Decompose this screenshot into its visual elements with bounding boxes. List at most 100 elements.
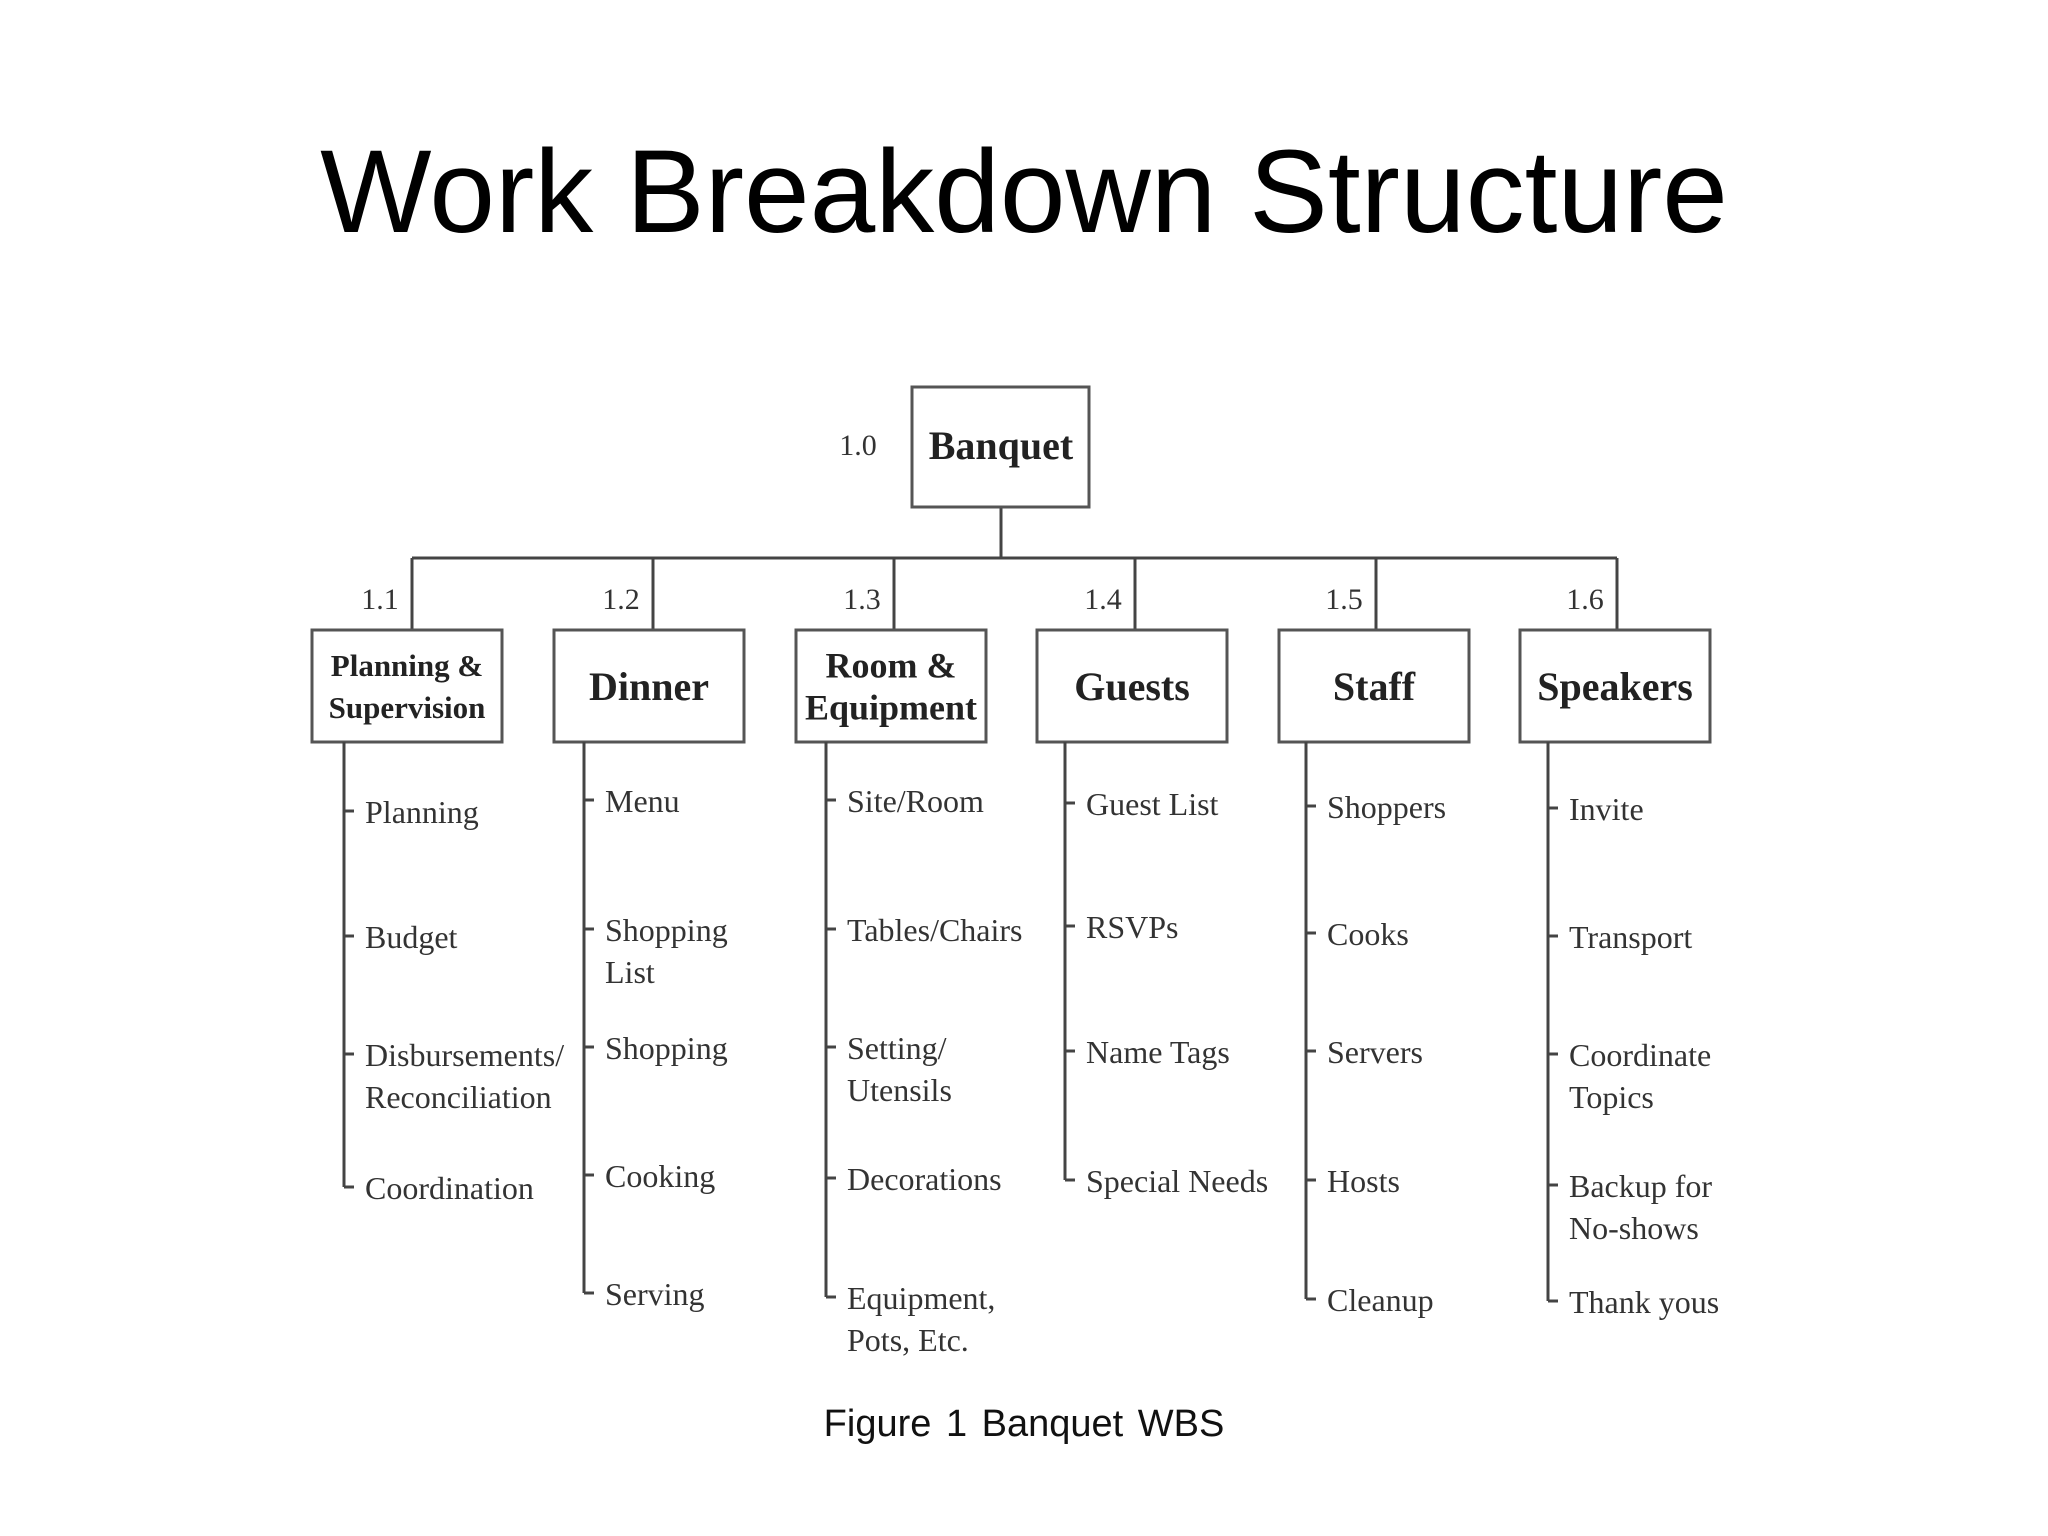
wbs-item-line: Budget (365, 919, 458, 955)
wbs-item-line: Reconciliation (365, 1079, 552, 1115)
wbs-item-budget: Budget (365, 919, 458, 955)
wbs-item-line: Cooks (1327, 916, 1409, 952)
wbs-item-decorations: Decorations (847, 1161, 1002, 1197)
branch-1-3-number: 1.3 (843, 583, 881, 616)
wbs-item-guest-list: Guest List (1086, 786, 1219, 822)
wbs-item-line: Equipment, (847, 1280, 995, 1316)
wbs-item-shoppers: Shoppers (1327, 789, 1446, 825)
branch-1-3-label-line: Room & (826, 646, 957, 686)
slide-title: Work Breakdown Structure (320, 126, 1728, 258)
branch-1-4-label-line: Guests (1074, 664, 1190, 709)
branch-1-3-box (794, 628, 988, 744)
wbs-item-line: Shoppers (1327, 789, 1446, 825)
branch-1-1-label-line: Planning & (331, 648, 483, 683)
branch-1-6-number: 1.6 (1566, 583, 1604, 616)
wbs-item-line: Cooking (605, 1158, 715, 1194)
wbs-item-line: Setting/ (847, 1030, 947, 1066)
branch-1-6-box (1518, 628, 1712, 744)
branch-1-5-label: Staff (1333, 664, 1416, 709)
root-number: 1.0 (839, 429, 877, 462)
wbs-item-line: Pots, Etc. (847, 1322, 969, 1358)
wbs-item-transport: Transport (1569, 919, 1692, 955)
wbs-item-line: List (605, 954, 655, 990)
wbs-item-equipment-pots-etc: Equipment, Pots, Etc. (847, 1280, 995, 1358)
branch-1-4-box (1035, 628, 1229, 744)
wbs-item-thank-yous: Thank yous (1569, 1284, 1719, 1320)
wbs-item-line: Hosts (1327, 1163, 1400, 1199)
wbs-item-cooking: Cooking (605, 1158, 715, 1194)
wbs-item-disbursements-reconciliation: Disbursements/Reconciliation (365, 1037, 564, 1115)
branch-1-2-label: Dinner (589, 664, 709, 709)
wbs-item-servers: Servers (1327, 1034, 1423, 1070)
branch-1-2-number: 1.2 (602, 583, 640, 616)
wbs-item-line: Servers (1327, 1034, 1423, 1070)
wbs-item-rsvps: RSVPs (1086, 909, 1179, 945)
wbs-item-planning: Planning (365, 794, 479, 830)
wbs-item-line: RSVPs (1086, 909, 1179, 945)
wbs-item-line: Invite (1569, 791, 1644, 827)
root-label: Banquet (929, 423, 1074, 468)
wbs-item-site-room: Site/Room (847, 783, 984, 819)
wbs-item-line: Backup for (1569, 1168, 1712, 1204)
wbs-item-tables-chairs: Tables/Chairs (847, 912, 1023, 948)
branch-1-5-label-line: Staff (1333, 664, 1416, 709)
wbs-item-cooks: Cooks (1327, 916, 1409, 952)
branch-1-5-number: 1.5 (1325, 583, 1363, 616)
branch-1-4-label: Guests (1074, 664, 1190, 709)
wbs-item-invite: Invite (1569, 791, 1644, 827)
root-node: Banquet 1.0 (839, 385, 1091, 509)
wbs-item-line: Coordinate (1569, 1037, 1711, 1073)
root-box (910, 385, 1091, 509)
branch-1-6-label: Speakers (1537, 664, 1693, 709)
wbs-item-hosts: Hosts (1327, 1163, 1400, 1199)
wbs-item-setting-utensils: Setting/Utensils (847, 1030, 952, 1108)
wbs-item-line: Topics (1569, 1079, 1654, 1115)
wbs-item-line: Site/Room (847, 783, 984, 819)
wbs-item-line: Coordination (365, 1170, 534, 1206)
wbs-item-special-needs: Special Needs (1086, 1163, 1268, 1199)
wbs-item-line: Planning (365, 794, 479, 830)
branch-1-3-label: Room &Equipment (805, 646, 977, 728)
wbs-item-menu: Menu (605, 783, 680, 819)
wbs-item-serving: Serving (605, 1276, 705, 1312)
wbs-item-line: Transport (1569, 919, 1692, 955)
wbs-item-line: Shopping (605, 912, 728, 948)
wbs-item-line: Menu (605, 783, 680, 819)
branch-1-5-box (1277, 628, 1471, 744)
wbs-item-line: Name Tags (1086, 1034, 1230, 1070)
wbs-item-line: Thank yous (1569, 1284, 1719, 1320)
wbs-item-line: Serving (605, 1276, 705, 1312)
branch-1-6-label-line: Speakers (1537, 664, 1693, 709)
wbs-item-cleanup: Cleanup (1327, 1282, 1434, 1318)
wbs-item-line: Tables/Chairs (847, 912, 1023, 948)
branch-1-1-number: 1.1 (361, 583, 399, 616)
branch-1-1-label: Planning & Supervision (329, 648, 486, 725)
wbs-item-line: Cleanup (1327, 1282, 1434, 1318)
wbs-item-line: Utensils (847, 1072, 952, 1108)
wbs-item-line: Disbursements/ (365, 1037, 564, 1073)
branch-1-1-box (310, 628, 504, 744)
wbs-item-line: Guest List (1086, 786, 1219, 822)
wbs-item-coordination: Coordination (365, 1170, 534, 1206)
wbs-item-line: Special Needs (1086, 1163, 1268, 1199)
branch-1-2-label-line: Dinner (589, 664, 709, 709)
branch-1-1-label-line: Supervision (329, 690, 486, 725)
branch-1-4-number: 1.4 (1084, 583, 1122, 616)
connector-lines (412, 507, 1617, 560)
wbs-item-line: Shopping (605, 1030, 728, 1066)
branch-1-2-box (552, 628, 746, 744)
wbs-item-name-tags: Name Tags (1086, 1034, 1230, 1070)
figure-caption: Figure 1 Banquet WBS (823, 1403, 1225, 1445)
wbs-item-line: No-shows (1569, 1210, 1699, 1246)
